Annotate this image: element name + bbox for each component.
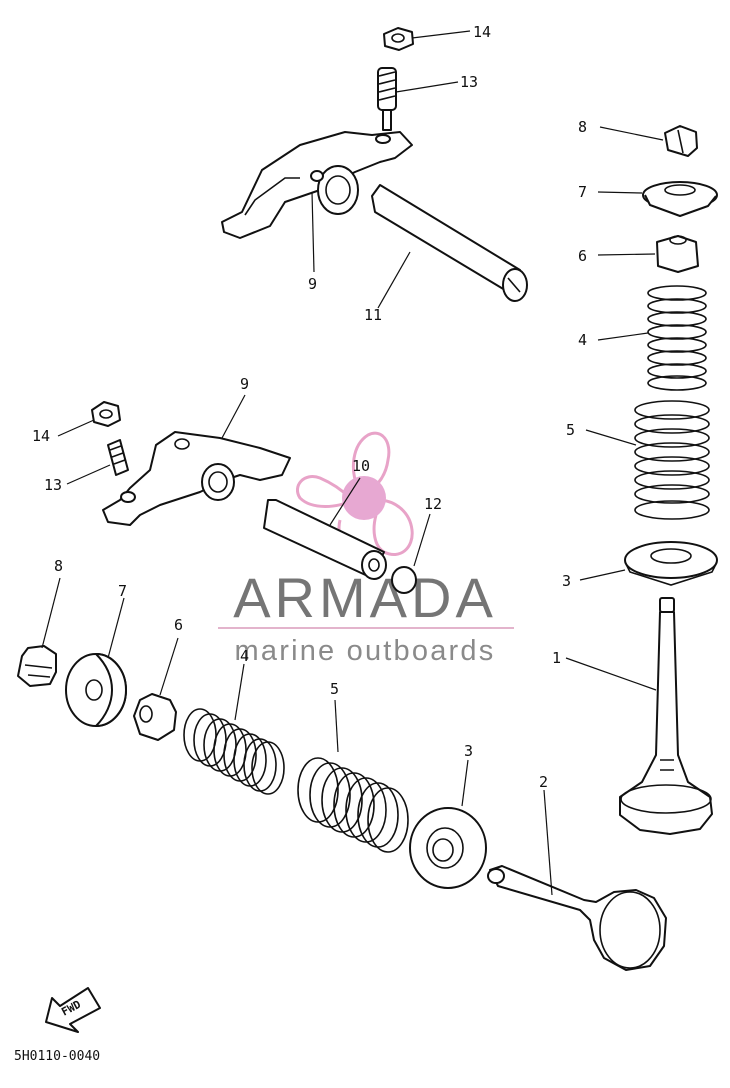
callout-3-left: 3 bbox=[464, 742, 473, 760]
retainer-right bbox=[642, 181, 718, 217]
spring-seat-left bbox=[133, 693, 177, 741]
inner-spring-right bbox=[647, 285, 707, 391]
callout-14-mid: 14 bbox=[32, 427, 50, 445]
callout-9-mid: 9 bbox=[240, 375, 249, 393]
retainer-left bbox=[65, 653, 127, 727]
adjuster-screw-mid bbox=[107, 439, 129, 476]
logo-center bbox=[342, 476, 386, 520]
o-ring bbox=[391, 566, 417, 594]
fwd-arrow-icon: FWD bbox=[45, 987, 101, 1033]
callout-10: 10 bbox=[352, 457, 370, 475]
callout-11: 11 bbox=[364, 306, 382, 324]
collet-left bbox=[17, 645, 57, 687]
callout-9-top: 9 bbox=[308, 275, 317, 293]
spring-seat-washer-right bbox=[624, 541, 718, 586]
watermark: ARMADA marine outboards bbox=[218, 431, 514, 667]
rocker-arm-top bbox=[221, 131, 413, 239]
callout-6-right: 6 bbox=[578, 247, 587, 265]
callout-8-right: 8 bbox=[578, 118, 587, 136]
collet-right bbox=[664, 125, 698, 157]
nut-mid bbox=[91, 401, 121, 427]
rocker-shaft-mid bbox=[263, 499, 387, 580]
callout-13-top: 13 bbox=[460, 73, 478, 91]
callout-7-left: 7 bbox=[118, 582, 127, 600]
inner-spring-left bbox=[183, 708, 285, 795]
callout-4-right: 4 bbox=[578, 331, 587, 349]
spring-seat-washer-left bbox=[409, 807, 487, 889]
watermark-subtitle: marine outboards bbox=[235, 635, 496, 667]
callout-13-mid: 13 bbox=[44, 476, 62, 494]
callout-5-right: 5 bbox=[566, 421, 575, 439]
callout-7-right: 7 bbox=[578, 183, 587, 201]
callout-1: 1 bbox=[552, 649, 561, 667]
callout-3-right: 3 bbox=[562, 572, 571, 590]
callout-2: 2 bbox=[539, 773, 548, 791]
watermark-title: ARMADA bbox=[233, 566, 497, 629]
valve-right bbox=[619, 597, 713, 835]
spring-seat-right bbox=[656, 235, 699, 273]
leader-lines bbox=[41, 30, 664, 896]
callout-6-left: 6 bbox=[174, 616, 183, 634]
callout-numbers: 14 13 9 11 8 7 6 4 5 3 1 9 14 13 10 12 8… bbox=[32, 23, 587, 791]
rocker-arm-mid bbox=[102, 431, 291, 526]
callout-4-left: 4 bbox=[240, 647, 249, 665]
nut-top bbox=[383, 27, 414, 51]
rocker-shaft-top bbox=[371, 184, 528, 302]
outer-spring-left bbox=[297, 757, 409, 853]
armada-propeller-logo bbox=[296, 431, 414, 562]
outer-spring-right bbox=[634, 400, 710, 520]
callout-14-top: 14 bbox=[473, 23, 491, 41]
callout-5-left: 5 bbox=[330, 680, 339, 698]
callout-12: 12 bbox=[424, 495, 442, 513]
adjuster-screw-top bbox=[377, 67, 397, 131]
diagram-code: 5H0110-0040 bbox=[14, 1049, 100, 1064]
callout-8-left: 8 bbox=[54, 557, 63, 575]
valve-left bbox=[487, 865, 667, 971]
